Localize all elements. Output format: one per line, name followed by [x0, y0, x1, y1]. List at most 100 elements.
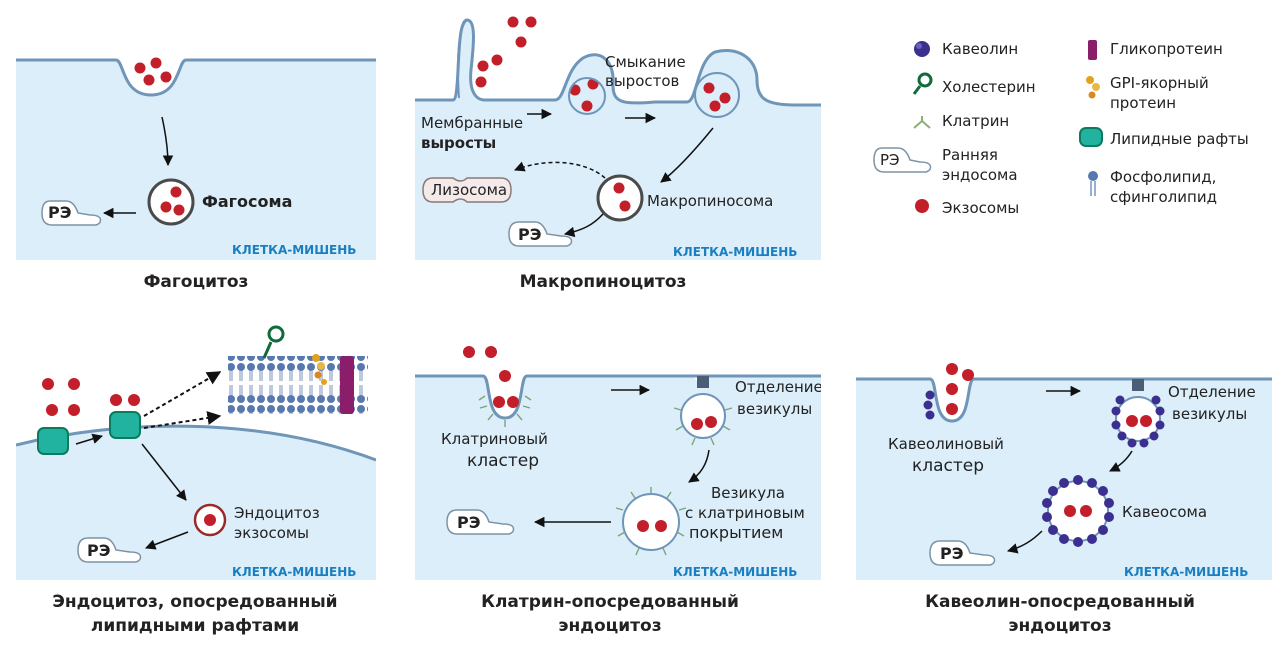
separation-label-line: Отделение	[1168, 383, 1256, 401]
caveosome	[1042, 475, 1114, 547]
budding-caveolar-vesicle	[1111, 379, 1165, 448]
membrane-ruffle	[456, 18, 470, 99]
vesicle-label-line: Везикула	[711, 484, 785, 502]
vesicle-label: Везикула с клатриновым покрытием	[685, 484, 810, 542]
ruffles-label: Мембранные выросты	[421, 114, 528, 152]
legend-label: Ранняя эндосома	[942, 146, 1018, 184]
macropinocytosis-caption-text: Макропиноцитоз	[519, 272, 687, 292]
phagocytosis-caption-text: Фагоцитоз	[143, 272, 249, 292]
early-endosome	[929, 540, 996, 566]
cell-body	[16, 60, 376, 260]
arrow	[660, 127, 714, 183]
clathrin-panel: Клатриновый кластер Отделение везикулы В…	[415, 340, 821, 580]
target-cell-label: КЛЕТКА-МИШЕНЬ	[232, 565, 356, 579]
clathrin-caption-line: Клатрин-опосредованный	[481, 592, 739, 612]
legend-label-line: протеин	[1110, 94, 1176, 112]
cell-membrane	[16, 58, 376, 97]
phospholipid-icon	[1088, 171, 1098, 196]
target-cell-label: КЛЕТКА-МИШЕНЬ	[673, 245, 797, 259]
legend-label-line: сфинголипид	[1110, 188, 1217, 206]
separation-label-line: везикулы	[737, 400, 812, 418]
arrow	[141, 443, 187, 501]
arrow	[1109, 450, 1133, 472]
closing-ruffle	[568, 72, 740, 118]
macropinocytosis-panel: Смыкание выростов Мембранные выросты Мак…	[415, 10, 821, 260]
vesicle-label-line: с клатриновым	[685, 504, 805, 522]
early-endosome-icon	[873, 147, 932, 173]
early-endosome-label: РЭ	[940, 544, 963, 563]
legend-label: Фосфолипид, сфинголипид	[1110, 168, 1221, 206]
clathrin-icon	[913, 116, 931, 129]
clathrin-coat	[478, 395, 532, 427]
separation-label-line: Отделение	[735, 378, 821, 396]
exosome-group	[134, 57, 172, 86]
early-endosome	[77, 537, 142, 563]
cholesterol-icon	[912, 72, 933, 95]
target-cell-label: КЛЕТКА-МИШЕНЬ	[232, 243, 356, 257]
gpi-protein-icon	[312, 354, 327, 385]
clathrin-caption-line: эндоцитоз	[558, 616, 662, 636]
cluster-label-line: Клатриновый	[441, 430, 548, 448]
cholesterol-icon	[262, 325, 285, 359]
legend-label-line: эндосома	[942, 166, 1018, 184]
legend-label: Гликопротеин	[1110, 40, 1223, 58]
lipid-raft-caption-line: липидными рафтами	[90, 616, 300, 636]
phagocytosis-caption: Фагоцитоз	[96, 270, 296, 294]
lipid-raft-caption: Эндоцитоз, опосредованный липидными рафт…	[30, 590, 360, 638]
macropinosome	[596, 174, 644, 222]
legend: Кавеолин Холестерин Клатрин РЭ Ранняя эн…	[870, 30, 1280, 220]
cell-membrane	[856, 377, 1272, 423]
arrow	[563, 213, 604, 238]
caveolin-caption-line: Кавеолин-опосредованный	[925, 592, 1195, 612]
early-endosome-label: РЭ	[87, 541, 110, 560]
closure-label: Смыкание выростов	[605, 53, 690, 90]
caveolin-coat	[923, 390, 935, 420]
cluster-label-line: кластер	[467, 451, 539, 471]
endocytosis-label: Эндоцитоз экзосомы	[234, 504, 324, 542]
arrow-dashed	[514, 161, 606, 179]
phagosome	[147, 178, 195, 226]
target-cell-label: КЛЕТКА-МИШЕНЬ	[673, 565, 797, 579]
clathrin-caption: Клатрин-опосредованный эндоцитоз	[445, 590, 775, 638]
macropinocytosis-caption: Макропиноцитоз	[493, 270, 713, 294]
early-endosome-label: РЭ	[518, 225, 541, 244]
gpi-protein-icon	[1086, 76, 1100, 99]
arrow	[1006, 530, 1043, 554]
endocytosis-label-line: экзосомы	[234, 524, 309, 542]
legend-label-line: Фосфолипид,	[1110, 168, 1216, 186]
exosome-group	[946, 363, 974, 415]
caveolin-caption-line: эндоцитоз	[1008, 616, 1112, 636]
early-endosome	[41, 200, 102, 226]
vesicle-label-line: покрытием	[689, 523, 783, 542]
exosome-icon	[915, 199, 929, 213]
cell-body	[415, 20, 821, 260]
legend-label: Экзосомы	[942, 199, 1019, 217]
phagocytosis-panel: Фагосома РЭ КЛЕТКА-МИШЕНЬ	[16, 55, 376, 260]
cluster-label: Кавеолиновый кластер	[888, 435, 1009, 476]
arrow	[688, 449, 710, 483]
lipid-raft-caption-line: Эндоцитоз, опосредованный	[52, 592, 338, 612]
caveosome-label: Кавеосома	[1122, 503, 1207, 521]
caveolin-icon	[914, 41, 930, 57]
early-endosome-label: РЭ	[48, 203, 71, 222]
cell-membrane	[415, 18, 821, 107]
lysosome-label: Лизосома	[431, 181, 507, 199]
exosome-group	[475, 16, 731, 112]
macropinosome-label: Макропиносома	[647, 192, 773, 210]
separation-label: Отделение везикулы	[1168, 383, 1261, 423]
legend-label: Кавеолин	[942, 40, 1018, 58]
separation-label-line: везикулы	[1172, 405, 1247, 423]
legend-label-line: GPI-якорный	[1110, 74, 1209, 92]
caveolin-panel: Кавеолиновый кластер Отделение везикулы	[856, 345, 1272, 580]
cluster-label-line: Кавеолиновый	[888, 435, 1004, 453]
phagosome-label: Фагосома	[202, 192, 292, 211]
glycoprotein-icon	[340, 356, 354, 414]
early-endosome-label: РЭ	[880, 151, 900, 169]
cluster-label: Клатриновый кластер	[441, 430, 553, 471]
legend-label: Холестерин	[942, 78, 1036, 96]
legend-label-line: Ранняя	[942, 146, 998, 164]
separation-label: Отделение везикулы	[735, 378, 821, 418]
arrow	[161, 116, 174, 167]
ruffles-label-line: выросты	[421, 134, 496, 152]
ruffles-label-line: Мембранные	[421, 114, 523, 132]
